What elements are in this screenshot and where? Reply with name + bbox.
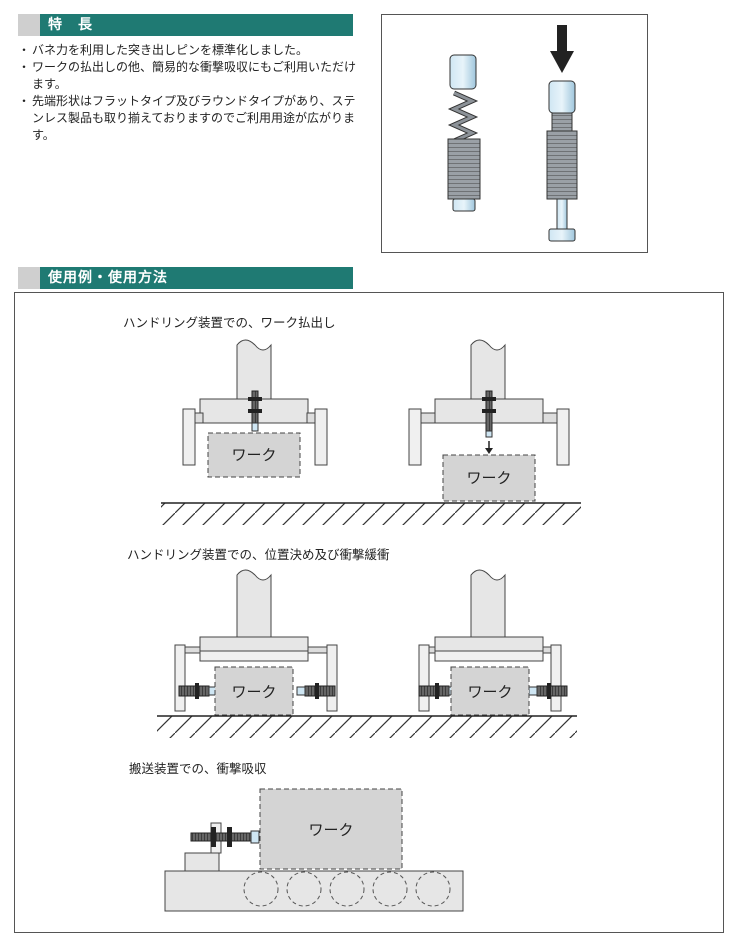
features-header: 特 長 [18,14,353,36]
down-arrow-icon [550,25,574,73]
feature-item: バネ力を利用した突き出しピンを標準化しました。 [18,42,358,59]
work-label: ワーク [231,446,276,464]
usage-header: 使用例・使用方法 [18,267,353,289]
work-label: ワーク [308,821,353,839]
scene-2-approach: ワーク [174,569,338,716]
work-label: ワーク [466,469,511,487]
caption-positioning: ハンドリング装置での、位置決め及び衝撃緩衝 [127,547,390,562]
floor-1 [161,502,581,525]
header-marker [18,267,40,289]
header-marker [18,14,40,36]
scene-2-positioned: ワーク [418,569,568,716]
usage-title: 使用例・使用方法 [48,270,168,286]
usage-diagrams: ハンドリング装置での、ワーク払出し ワーク [123,315,581,912]
scene-3-conveyor: ワーク [164,788,464,912]
usage-diagrams-box: ハンドリング装置での、ワーク払出し ワーク [14,292,724,933]
spring-pin-illustration [447,25,578,242]
feature-item: 先端形状はフラットタイプ及びラウンドタイプがあり、ステンレス製品も取り揃えており… [18,93,358,144]
product-illustration-box [381,14,648,253]
floor-2 [157,715,577,738]
work-label: ワーク [467,683,512,701]
pin-retracted [447,54,481,212]
scene-1-holding: ワーク [182,339,328,478]
caption-conveyor-shock: 搬送装置での、衝撃吸収 [129,761,267,776]
features-list: バネ力を利用した突き出しピンを標準化しました。 ワークの払出しの他、簡易的な衝撃… [18,42,358,144]
feature-item: ワークの払出しの他、簡易的な衝撃吸収にもご利用いただけます。 [18,59,358,93]
scene-1-ejected: ワーク [408,339,570,502]
pin-pressed [546,80,578,242]
features-title: 特 長 [48,17,93,33]
caption-work-ejection: ハンドリング装置での、ワーク払出し [123,315,336,330]
work-label: ワーク [231,683,276,701]
